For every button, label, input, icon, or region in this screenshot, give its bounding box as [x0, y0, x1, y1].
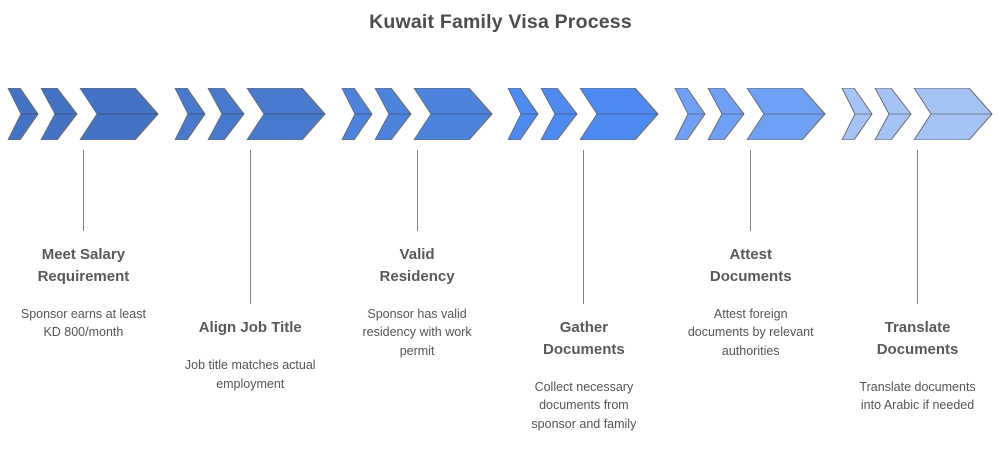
- process-step-2: Align Job Title Job title matches actual…: [167, 88, 334, 434]
- process-step-4: Gather Documents Collect necessary docum…: [500, 88, 667, 434]
- chevron-small-icon: [341, 88, 373, 140]
- step-description: Job title matches actual employment: [184, 357, 316, 391]
- chevron-large-icon: [413, 88, 493, 140]
- chevron-large-icon: [579, 88, 659, 140]
- process-step-3: Valid Residency Sponsor has valid reside…: [334, 88, 501, 434]
- step-description: Sponsor has valid residency with work pe…: [362, 306, 472, 359]
- step-title: Align Job Title: [198, 319, 302, 336]
- chevron-medium-icon: [374, 88, 412, 140]
- chevron-arrows-icon: [507, 88, 659, 140]
- step-title: Translate Documents: [876, 319, 959, 358]
- chevron-medium-icon: [207, 88, 245, 140]
- chevron-medium-icon: [707, 88, 745, 140]
- chevron-arrows-icon: [341, 88, 493, 140]
- page-title: Kuwait Family Visa Process: [369, 11, 632, 33]
- chevron-arrows-icon: [174, 88, 326, 140]
- chevron-arrows-icon: [7, 88, 159, 140]
- connector-line: [416, 150, 418, 231]
- chevron-large-icon: [79, 88, 159, 140]
- chevron-small-icon: [507, 88, 539, 140]
- step-description: Sponsor earns at least KD 800/month: [20, 306, 146, 340]
- process-step-1: Meet Salary Requirement Sponsor earns at…: [0, 88, 167, 434]
- process-step-5: Attest Documents Attest foreign document…: [667, 88, 834, 434]
- chevron-medium-icon: [540, 88, 578, 140]
- connector-line: [583, 150, 585, 304]
- chevron-arrows-icon: [674, 88, 826, 140]
- chevron-medium-icon: [874, 88, 912, 140]
- connector-line: [917, 150, 919, 304]
- chevron-small-icon: [674, 88, 706, 140]
- chevron-small-icon: [174, 88, 206, 140]
- connector-line: [82, 150, 84, 231]
- step-description: Collect necessary documents from sponsor…: [531, 379, 637, 432]
- process-steps-row: Meet Salary Requirement Sponsor earns at…: [0, 88, 1001, 434]
- connector-line: [249, 150, 251, 304]
- connector-line: [750, 150, 752, 231]
- step-title: Meet Salary Requirement: [37, 246, 130, 285]
- step-title: Gather Documents: [543, 319, 625, 358]
- chevron-large-icon: [913, 88, 993, 140]
- process-step-6: Translate Documents Translate documents …: [834, 88, 1001, 434]
- chevron-small-icon: [841, 88, 873, 140]
- step-description: Attest foreign documents by relevant aut…: [687, 306, 814, 359]
- chevron-large-icon: [246, 88, 326, 140]
- chevron-small-icon: [7, 88, 39, 140]
- chevron-arrows-icon: [841, 88, 993, 140]
- step-description: Translate documents into Arabic if neede…: [859, 379, 976, 413]
- step-title: Attest Documents: [709, 246, 792, 285]
- chevron-large-icon: [746, 88, 826, 140]
- step-title: Valid Residency: [379, 246, 455, 285]
- chevron-medium-icon: [40, 88, 78, 140]
